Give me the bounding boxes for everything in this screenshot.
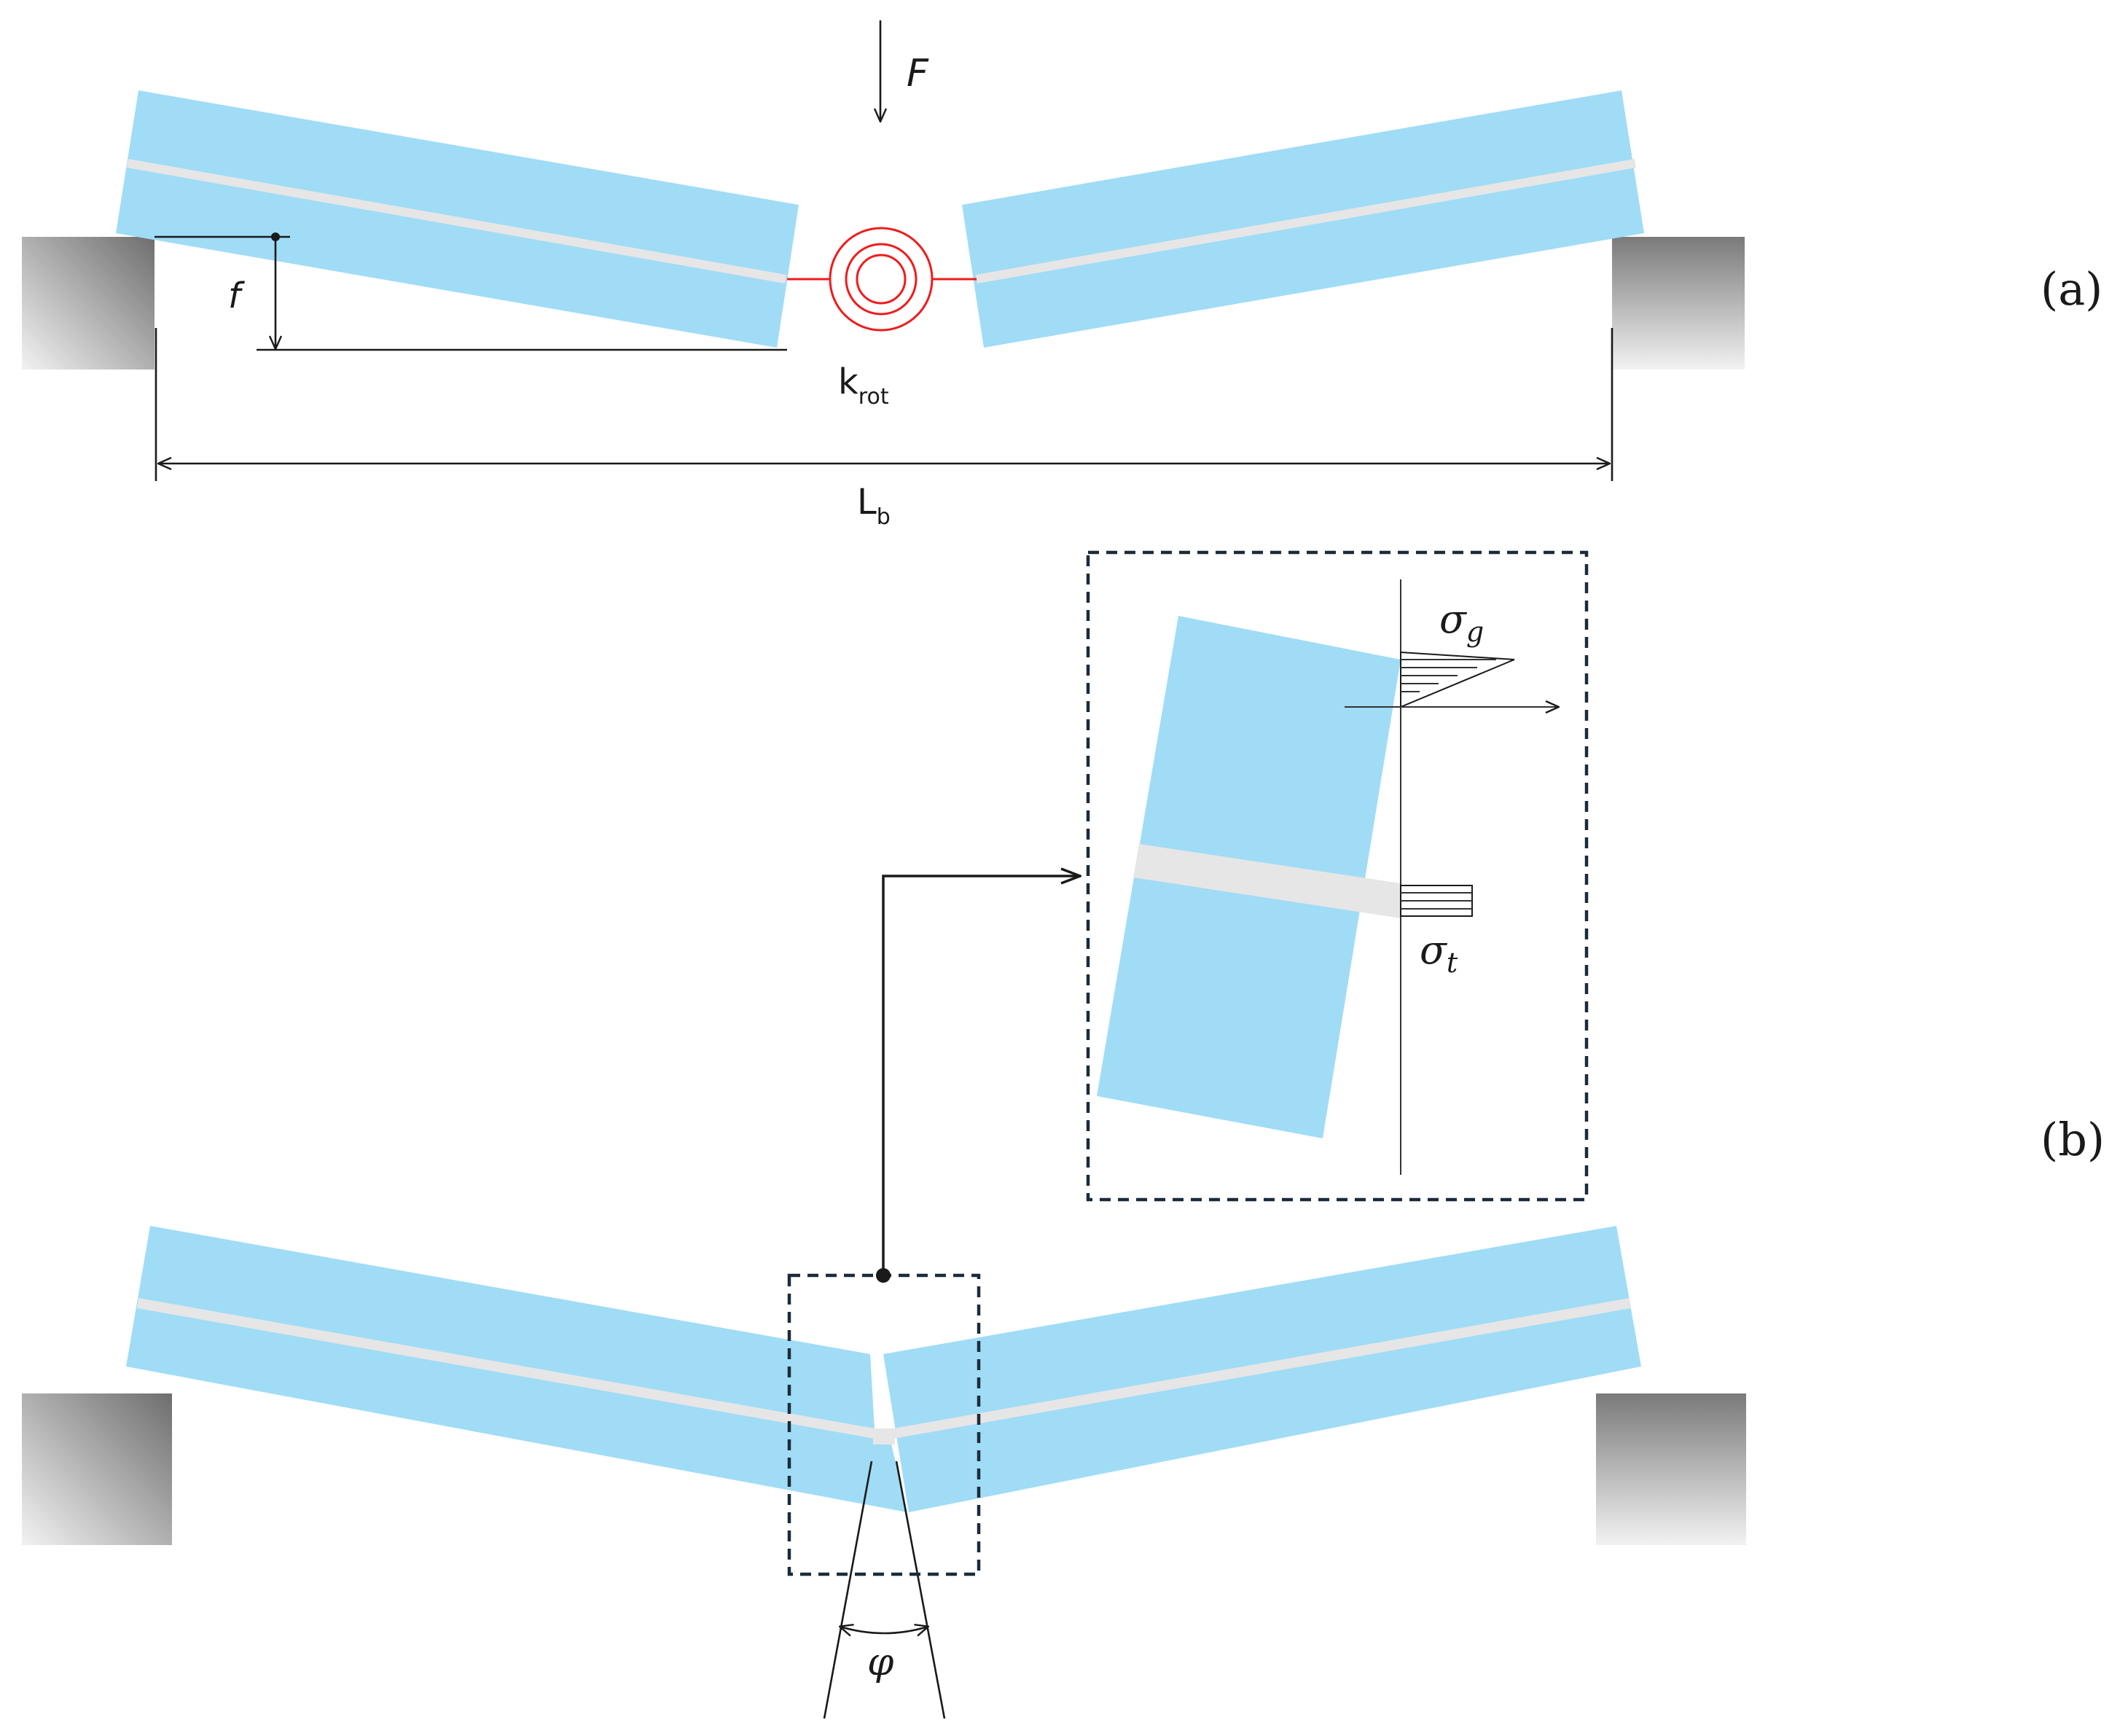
zoom-interlayer [1133, 844, 1401, 918]
glass-stress-label: σg [1439, 596, 1484, 648]
left-support [22, 237, 154, 370]
right-support-b [1596, 1393, 1746, 1545]
force-label: F [907, 52, 929, 95]
glass-stress-diagram [1345, 651, 1558, 707]
left-interlayer-b [137, 1298, 875, 1439]
span-label: Lb [857, 482, 891, 530]
left-support-b [22, 1393, 172, 1545]
crack-gap [870, 1354, 893, 1428]
deflection-dimension [154, 232, 787, 351]
panel-a: krot F f Lb (a) [22, 20, 2102, 530]
deflection-label: f [228, 275, 245, 316]
spring-label: krot [838, 361, 889, 410]
rotational-spring [787, 227, 977, 332]
interlayer-bridge [873, 1428, 895, 1444]
panel-a-label: (a) [2041, 262, 2102, 316]
right-support [1612, 237, 1745, 370]
zoom-box [1086, 550, 1589, 1202]
panel-b-label: (b) [2041, 1113, 2105, 1166]
zoom-leader [876, 876, 1080, 1283]
interlayer-stress-label: σt [1420, 927, 1458, 979]
right-interlayer-b [893, 1298, 1631, 1439]
zoom-detail: σg σt [1086, 550, 1589, 1202]
left-interlayer [127, 159, 786, 284]
interlayer-stress-diagram [1400, 885, 1473, 917]
right-interlayer [976, 159, 1636, 284]
panel-b: φ [22, 550, 2105, 1719]
span-dimension [154, 328, 1613, 481]
crack-angle-lines [823, 1461, 946, 1719]
angle-label: φ [867, 1641, 894, 1684]
